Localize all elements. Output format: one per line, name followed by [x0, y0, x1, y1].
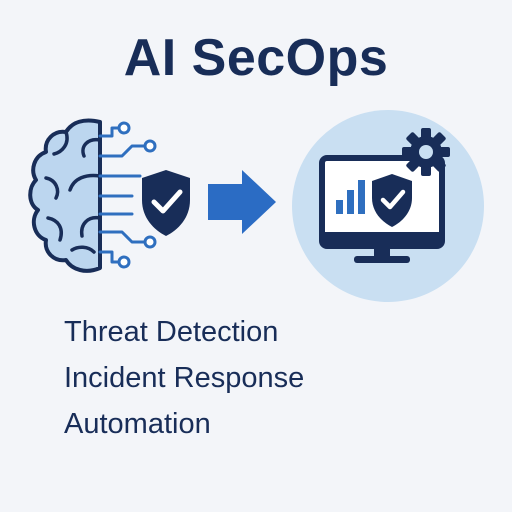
- feature-threat-detection: Threat Detection: [64, 316, 279, 348]
- right-arrow-icon: [208, 170, 276, 234]
- brain-circuit-icon: [28, 118, 157, 273]
- shield-check-icon: [142, 170, 190, 236]
- bar-chart-icon: [336, 180, 365, 214]
- gear-icon: [402, 128, 450, 176]
- monitor-panel: [292, 110, 484, 302]
- monitor-icon: [319, 155, 445, 263]
- secops-diagram: [28, 110, 484, 302]
- feature-list: Threat Detection Incident Response Autom…: [64, 312, 304, 450]
- feature-automation: Automation: [64, 408, 211, 440]
- page-title: AI SecOps: [123, 29, 389, 87]
- shield-check-icon: [372, 174, 412, 227]
- feature-incident-response: Incident Response: [64, 362, 305, 394]
